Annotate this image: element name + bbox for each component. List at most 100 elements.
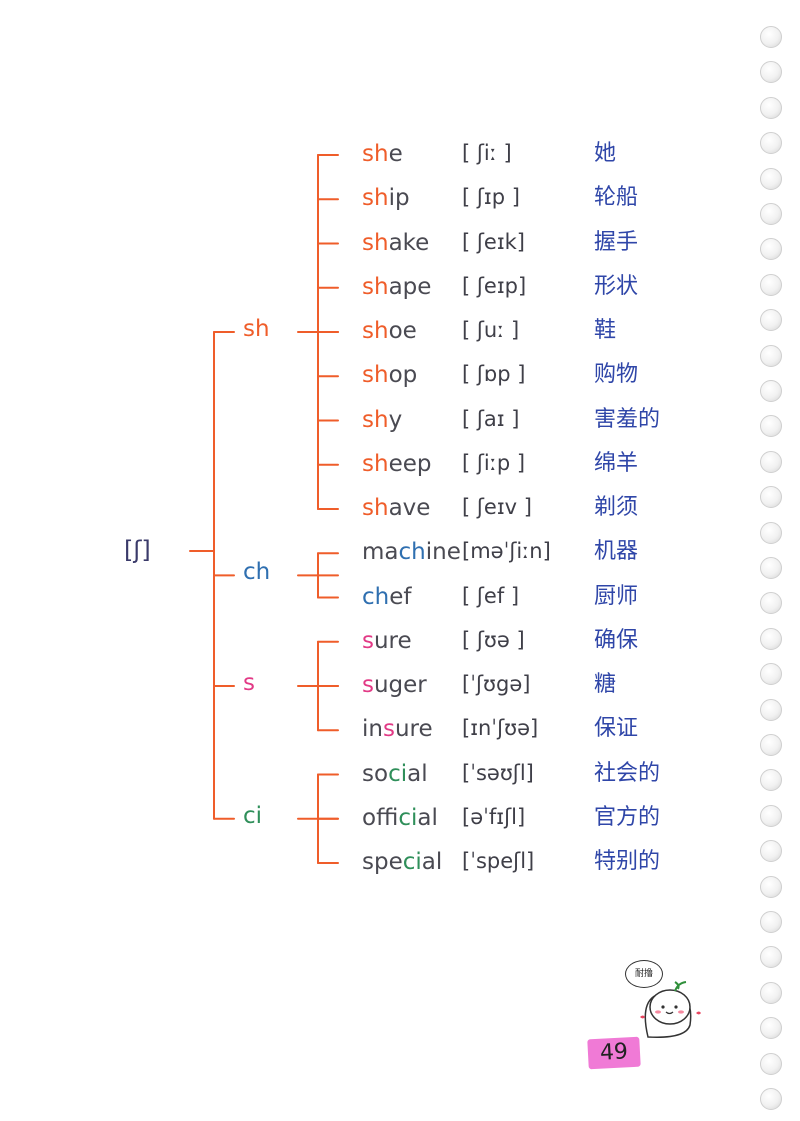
word-highlight-letters: sh xyxy=(362,273,389,300)
binder-ring xyxy=(760,981,782,1004)
chinese-meaning: 购物 xyxy=(594,362,639,388)
word-entry: shake xyxy=(362,229,430,256)
group-label-sh: sh xyxy=(243,316,270,342)
chinese-meaning: 机器 xyxy=(594,539,639,565)
mascot-speech-bubble: 耐撸 xyxy=(625,960,663,988)
word-highlight-letters: ch xyxy=(398,539,426,566)
word-entry: machine xyxy=(362,541,461,564)
phonetic-transcription: [ ʃeɪv ] xyxy=(462,495,532,519)
word-prefix: spe xyxy=(362,849,403,875)
binder-ring xyxy=(760,521,782,544)
mascot-doodle-icon xyxy=(640,981,701,1038)
phonetic-transcription: [ ʃɒp ] xyxy=(462,362,526,387)
word-entry: social xyxy=(362,760,428,787)
word-highlight-letters: sh xyxy=(362,185,389,212)
word-highlight-letters: sh xyxy=(362,318,389,344)
word-entry: she xyxy=(362,143,403,166)
word-highlight-letters: s xyxy=(382,716,395,743)
binder-ring xyxy=(760,1088,782,1110)
word-highlight-letters: s xyxy=(362,672,374,698)
binder-ring xyxy=(760,203,782,225)
word-entry: shave xyxy=(362,497,430,520)
chinese-meaning: 害羞的 xyxy=(594,406,661,432)
word-suffix: ape xyxy=(388,273,432,300)
binder-ring xyxy=(760,592,782,615)
word-suffix: op xyxy=(388,362,418,389)
chinese-meaning: 形状 xyxy=(594,273,639,299)
word-highlight-letters: sh xyxy=(362,495,389,521)
word-suffix: ip xyxy=(388,185,410,212)
word-prefix: in xyxy=(362,716,383,743)
chinese-meaning: 官方的 xyxy=(594,804,661,830)
word-entry: shy xyxy=(362,406,403,433)
binder-ring xyxy=(760,415,782,438)
word-highlight-letters: s xyxy=(362,627,374,654)
chinese-meaning: 特别的 xyxy=(594,849,661,874)
binder-ring xyxy=(760,132,782,155)
word-entry: suger xyxy=(362,674,427,697)
word-highlight-letters: sh xyxy=(362,406,389,433)
phonetic-transcription: [ ʃiː ] xyxy=(462,141,512,165)
word-entry: ship xyxy=(362,187,410,210)
chinese-meaning: 鞋 xyxy=(594,318,617,343)
binder-ring xyxy=(760,840,782,863)
binder-rings xyxy=(750,0,790,1121)
phonetic-transcription: [ˈʃʊgə] xyxy=(462,672,531,696)
chinese-meaning: 她 xyxy=(594,141,617,166)
phonetic-transcription: [ ʃeɪp] xyxy=(462,273,527,298)
word-suffix: al xyxy=(417,804,438,831)
phonetic-transcription: [ ʃeɪk] xyxy=(462,229,525,254)
word-entry: sheep xyxy=(362,450,432,477)
root-phoneme: [ʃ] xyxy=(124,536,151,564)
binder-ring xyxy=(760,450,782,473)
binder-ring xyxy=(760,26,782,48)
word-highlight-letters: sh xyxy=(362,141,389,167)
phonetic-transcription: [məˈʃiːn] xyxy=(462,539,551,564)
binder-ring xyxy=(760,380,782,402)
word-suffix: e xyxy=(388,141,403,167)
chinese-meaning: 绵羊 xyxy=(594,450,639,476)
word-entry: shape xyxy=(362,273,432,300)
binder-ring xyxy=(760,663,782,686)
binder-ring xyxy=(760,946,782,969)
binder-ring xyxy=(760,911,782,933)
binder-ring xyxy=(760,61,782,84)
chinese-meaning: 轮船 xyxy=(594,185,639,211)
chinese-meaning: 厨师 xyxy=(594,583,639,609)
binder-ring xyxy=(760,238,782,261)
word-suffix: ure xyxy=(373,627,412,654)
word-suffix: ake xyxy=(388,229,430,256)
binder-ring xyxy=(760,698,782,721)
word-entry: shop xyxy=(362,364,417,387)
word-suffix: y xyxy=(388,406,403,433)
phonetic-transcription: [ ʃef ] xyxy=(462,583,520,608)
group-label-s: s xyxy=(243,670,255,696)
word-entry: shoe xyxy=(362,320,417,343)
word-suffix: oe xyxy=(388,318,417,344)
word-entry: chef xyxy=(362,585,411,609)
binder-ring xyxy=(760,309,782,332)
phonetic-transcription: [ɪnˈʃʊə] xyxy=(462,716,539,741)
binder-ring xyxy=(760,1052,782,1075)
word-entry: insure xyxy=(362,718,433,741)
word-prefix: offi xyxy=(362,804,399,831)
group-label-ci: ci xyxy=(243,802,263,829)
page-number: 49 xyxy=(587,1036,641,1070)
binder-ring xyxy=(760,1017,782,1040)
binder-ring xyxy=(760,875,782,898)
binder-ring xyxy=(760,486,782,509)
phonetic-transcription: [ ʃaɪ ] xyxy=(462,406,520,431)
word-prefix: ma xyxy=(362,539,399,566)
chinese-meaning: 糖 xyxy=(594,672,617,697)
word-suffix: ave xyxy=(388,495,431,521)
phonetic-transcription: [ ʃiːp ] xyxy=(462,450,526,475)
word-suffix: ure xyxy=(394,716,433,743)
word-suffix: al xyxy=(407,760,428,787)
word-suffix: eep xyxy=(388,450,432,477)
phonetic-transcription: [ ʃɪp ] xyxy=(462,185,520,210)
word-suffix: al xyxy=(421,849,443,875)
word-entry: official xyxy=(362,804,438,831)
binder-ring xyxy=(760,96,782,119)
